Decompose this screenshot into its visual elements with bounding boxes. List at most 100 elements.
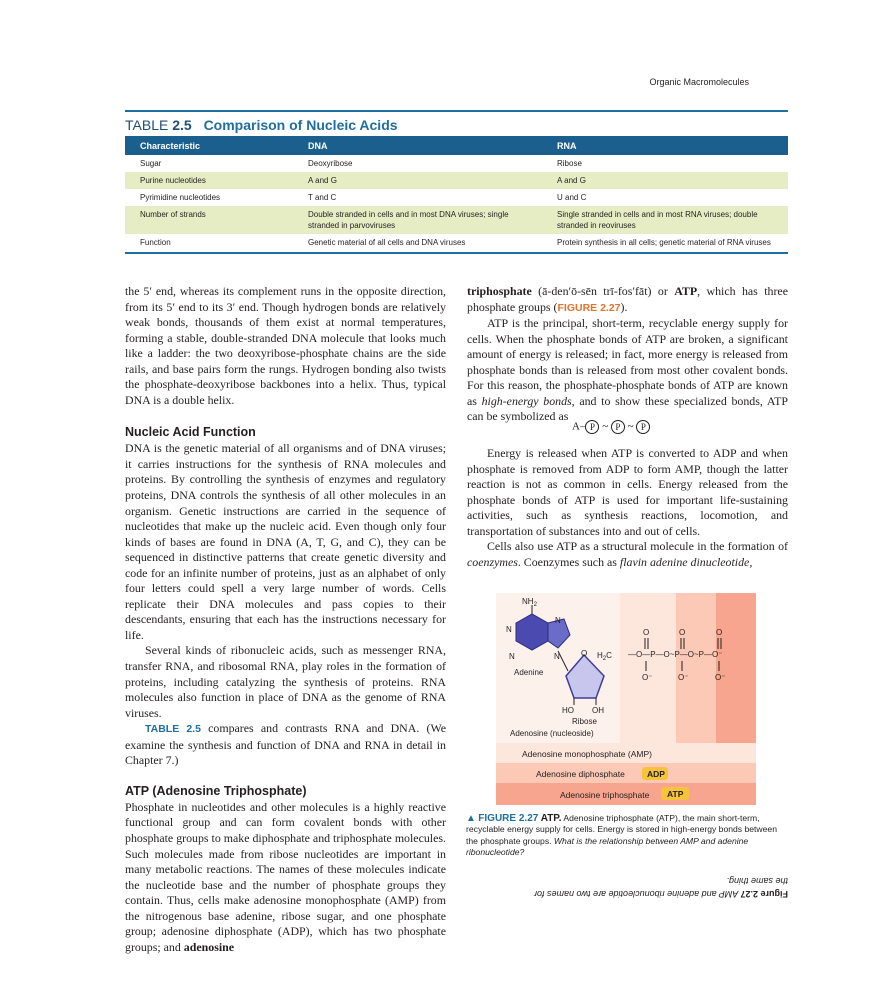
table-reference-link[interactable]: TABLE 2.5 <box>145 723 201 736</box>
figure-caption: ▲ FIGURE 2.27 ATP. Adenosine triphosphat… <box>466 813 784 859</box>
italic-term: high-energy bonds <box>481 393 572 408</box>
header-dna: DNA <box>293 136 542 155</box>
comparison-table: Characteristic DNA RNA Sugar Deoxyribose… <box>125 136 788 251</box>
italic-term: flavin adenine dinucleotide, <box>619 554 753 569</box>
ring-oxygen-label: O <box>581 649 587 658</box>
table-cell: Protein synthesis in all cells; genetic … <box>557 238 771 247</box>
phosphate-oxygen-minus: O⁻ <box>642 673 652 682</box>
left-column: the 5′ end, whereas its complement runs … <box>125 284 446 955</box>
table-row: Number of strands Double stranded in cel… <box>125 206 788 234</box>
caption-marker: ▲ <box>466 813 476 824</box>
paragraph-text: (ā-den′ō-sēn trī-fos′fāt) or <box>531 284 675 298</box>
phosphate-oxygen: O <box>679 628 685 637</box>
atp-badge <box>661 787 689 800</box>
heading-atp: ATP (Adenosine Triphosphate) <box>125 783 307 798</box>
paragraph: DNA is the genetic material of all organ… <box>125 441 446 642</box>
ho-label: HO <box>562 706 574 715</box>
adp-label: Adenosine diphosphate <box>536 769 625 779</box>
answer-label: Figure 2.27 <box>740 889 788 899</box>
ribose-label: Ribose <box>572 717 597 726</box>
atp-structure-figure: NH2 N N N N Adenine O HO OH Ribose Adeno… <box>496 593 756 805</box>
adenine-label: Adenine <box>514 668 544 677</box>
adp-band <box>496 763 756 783</box>
adp-badge <box>642 767 668 780</box>
italic-term: coenzymes <box>467 554 518 569</box>
table-title: TABLE 2.5 Comparison of Nucleic Acids <box>125 117 398 133</box>
n3-label: N <box>509 652 515 661</box>
table-bottom-rule <box>125 252 788 254</box>
table-cell: Pyrimidine nucleotides <box>140 193 221 202</box>
table-cell: Function <box>140 238 171 247</box>
bold-term: adenosine <box>183 939 235 954</box>
bold-term: triphosphate <box>467 284 532 298</box>
glycosidic-bond <box>557 650 569 672</box>
table-row: Sugar Deoxyribose Ribose <box>125 155 788 172</box>
table-cell: Genetic material of all cells and DNA vi… <box>308 238 466 247</box>
adp-badge-text: ADP <box>647 769 665 779</box>
table-cell: Deoxyribose <box>308 159 353 168</box>
n7-label: N <box>555 616 561 625</box>
paragraph-text: ATP is the principal, short-term, recycl… <box>467 316 788 408</box>
table-cell: A and G <box>542 172 788 189</box>
paragraph: triphosphate (ā-den′ō-sēn trī-fos′fāt) o… <box>467 284 788 316</box>
h2c-label: H2C <box>597 651 612 662</box>
paragraph-text: , and to show these specialized bonds, A… <box>467 393 788 424</box>
paragraph: Phosphate in nucleotides and other molec… <box>125 800 446 955</box>
table-row: Purine nucleotides A and G A and G <box>125 172 788 189</box>
paragraph: the 5′ end, whereas its complement runs … <box>125 284 446 407</box>
caption-question: What is the relationship between AMP and… <box>466 835 749 858</box>
paragraph-text: ). <box>620 299 628 314</box>
running-head: Organic Macromolecules <box>649 77 749 87</box>
paragraph: TABLE 2.5 compares and contrasts RNA and… <box>125 721 446 769</box>
phosphate-oxygen-minus: O⁻ <box>715 673 725 682</box>
atp-band <box>496 783 756 805</box>
caption-label: FIGURE 2.27 <box>478 813 539 824</box>
high-energy-bond: ~ <box>627 420 634 433</box>
atp-badge-text: ATP <box>667 789 684 799</box>
phosphate-circle: P <box>585 420 600 434</box>
ribose-ring <box>565 653 605 699</box>
phosphate-circle: P <box>610 420 625 434</box>
amp-band <box>496 743 756 763</box>
paragraph-text: Cells also use ATP as a structural molec… <box>487 539 788 554</box>
adenosine-label: Adenosine (nucleoside) <box>510 729 594 738</box>
table-header-row: Characteristic DNA RNA <box>125 136 788 155</box>
atp-symbol-equation: A–P ~ P ~ P <box>572 420 651 434</box>
adenine-five-ring <box>547 618 571 649</box>
right-column-top: triphosphate (ā-den′ō-sēn trī-fos′fāt) o… <box>467 284 788 425</box>
oh-label: OH <box>592 706 604 715</box>
nh2-label: NH2 <box>522 597 538 608</box>
phosphate-circle: P <box>636 420 651 434</box>
amp-label: Adenosine monophosphate (AMP) <box>522 749 652 759</box>
bold-term: ATP <box>674 284 698 298</box>
table-cell: T and C <box>308 193 337 202</box>
table-cell: Single stranded in cells and in most RNA… <box>542 206 788 234</box>
paragraph-text: Phosphate in nucleotides and other molec… <box>125 799 446 954</box>
table-top-rule <box>125 110 788 112</box>
paragraph-text: compares and contrasts RNA and DNA. (We … <box>125 721 446 768</box>
paragraph: Several kinds of ribonucleic acids, such… <box>125 643 446 720</box>
paragraph-text: , which has three phosphate groups ( <box>467 284 788 314</box>
paragraph-text: . Coenzymes such as <box>517 554 620 569</box>
table-cell: Double stranded in cells and in most DNA… <box>293 206 542 234</box>
paragraph: ATP is the principal, short-term, recycl… <box>467 316 788 425</box>
n1-label: N <box>506 625 512 634</box>
header-rna: RNA <box>542 136 788 155</box>
header-characteristic: Characteristic <box>125 136 293 155</box>
phosphate-oxygen: O <box>716 628 722 637</box>
table-row: Pyrimidine nucleotides T and C U and C <box>125 189 788 206</box>
atp-label: Adenosine triphosphate <box>560 790 650 800</box>
figure-reference-link[interactable]: FIGURE 2.27 <box>557 301 621 314</box>
upside-down-answer: Figure 2.27 AMP and adenine ribonucleoti… <box>534 874 788 900</box>
table-cell: Ribose <box>557 159 582 168</box>
table-label: TABLE <box>125 117 169 133</box>
paragraph: Energy is released when ATP is converted… <box>467 446 788 538</box>
table-cell: U and C <box>557 193 587 202</box>
high-energy-bond: ~ <box>602 420 609 433</box>
right-column-bottom: Energy is released when ATP is converted… <box>467 446 788 570</box>
phosphate-oxygen: O <box>643 628 649 637</box>
paragraph: Cells also use ATP as a structural molec… <box>467 539 788 570</box>
table-cell: A and G <box>293 172 542 189</box>
caption-text: Adenosine triphosphate (ATP), the main s… <box>466 813 777 846</box>
table-row: Function Genetic material of all cells a… <box>125 234 788 251</box>
